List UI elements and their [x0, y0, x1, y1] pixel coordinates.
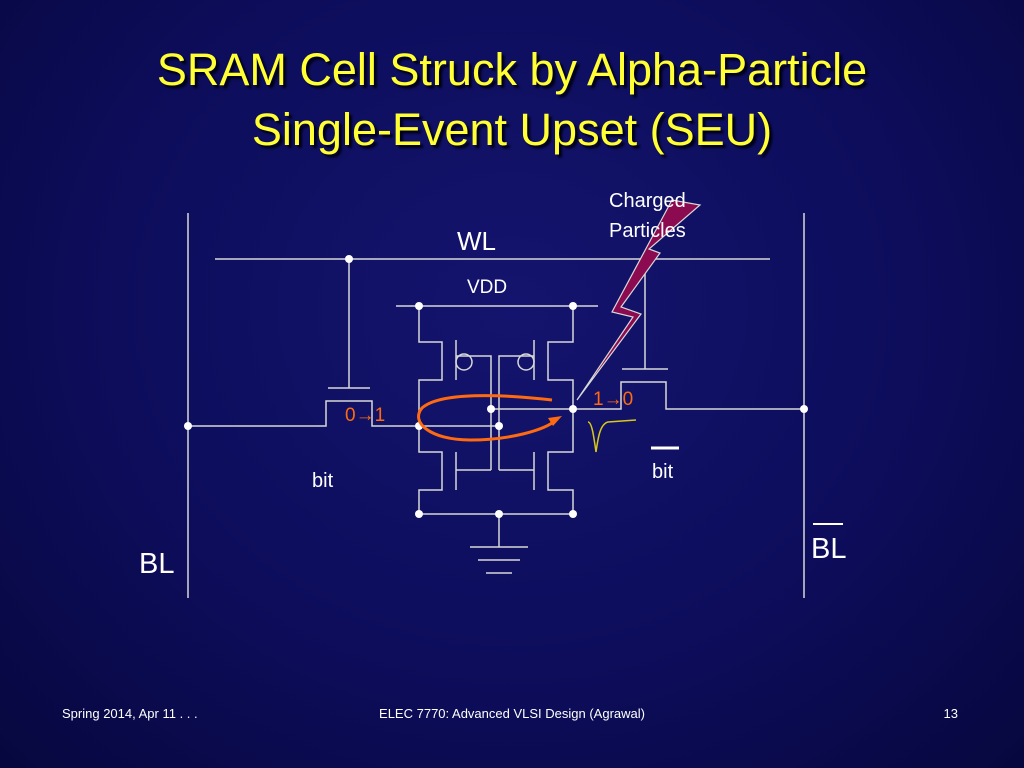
right-nmos — [547, 409, 574, 514]
bit-bar-label: bit — [652, 461, 674, 483]
node-right-storage — [569, 405, 577, 413]
feedback-loop — [417, 394, 558, 442]
node-vdd-left — [415, 302, 423, 310]
charged-label-line2: Particles — [609, 220, 686, 242]
cross-couple-left-to-right — [498, 355, 534, 426]
bl-label: BL — [139, 548, 174, 580]
left-access-channel — [188, 400, 420, 427]
node-gnd-right — [569, 510, 577, 518]
footer-course: ELEC 7770: Advanced VLSI Design (Agrawal… — [379, 706, 645, 721]
node-bl-bar — [800, 405, 808, 413]
slide-title-line1: SRAM Cell Struck by Alpha-Particle — [156, 44, 868, 95]
alpha-particle-bolt — [576, 199, 702, 401]
bit-label: bit — [312, 470, 334, 492]
footer-date: Spring 2014, Apr 11 . . . — [62, 706, 198, 721]
node-vdd-right — [569, 302, 577, 310]
left-transition-label: 0→1 — [345, 405, 385, 426]
left-pmos — [418, 306, 443, 426]
wl-label: WL — [457, 226, 496, 256]
right-pmos-bubble — [517, 353, 535, 371]
cross-couple-right-to-left — [456, 355, 492, 409]
node-bl — [184, 422, 192, 430]
diagram-labels: Charged Particles WL VDD 0→1 1→0 bit bit… — [139, 190, 846, 580]
left-pmos-bubble — [455, 353, 473, 371]
upset-feedback-arrow — [417, 394, 558, 442]
footer-page-number: 13 — [943, 706, 958, 721]
left-nmos — [418, 426, 443, 514]
node-gnd-mid — [495, 510, 503, 518]
right-pmos — [547, 306, 574, 409]
arrow-head-icon — [548, 416, 562, 426]
voltage-pulse — [587, 419, 637, 453]
node-cross-right — [487, 405, 495, 413]
slide-title-line2: Single-Event Upset (SEU) — [251, 104, 773, 155]
right-transition-label: 1→0 — [593, 389, 633, 410]
vdd-label: VDD — [467, 277, 507, 298]
bl-bar-label: BL — [811, 533, 846, 565]
right-access-channel — [573, 381, 804, 410]
node-cross-left — [495, 422, 503, 430]
node-wl-left — [345, 255, 353, 263]
charged-label-line1: Charged — [609, 190, 686, 212]
circuit-wires — [187, 213, 805, 598]
node-gnd-left — [415, 510, 423, 518]
